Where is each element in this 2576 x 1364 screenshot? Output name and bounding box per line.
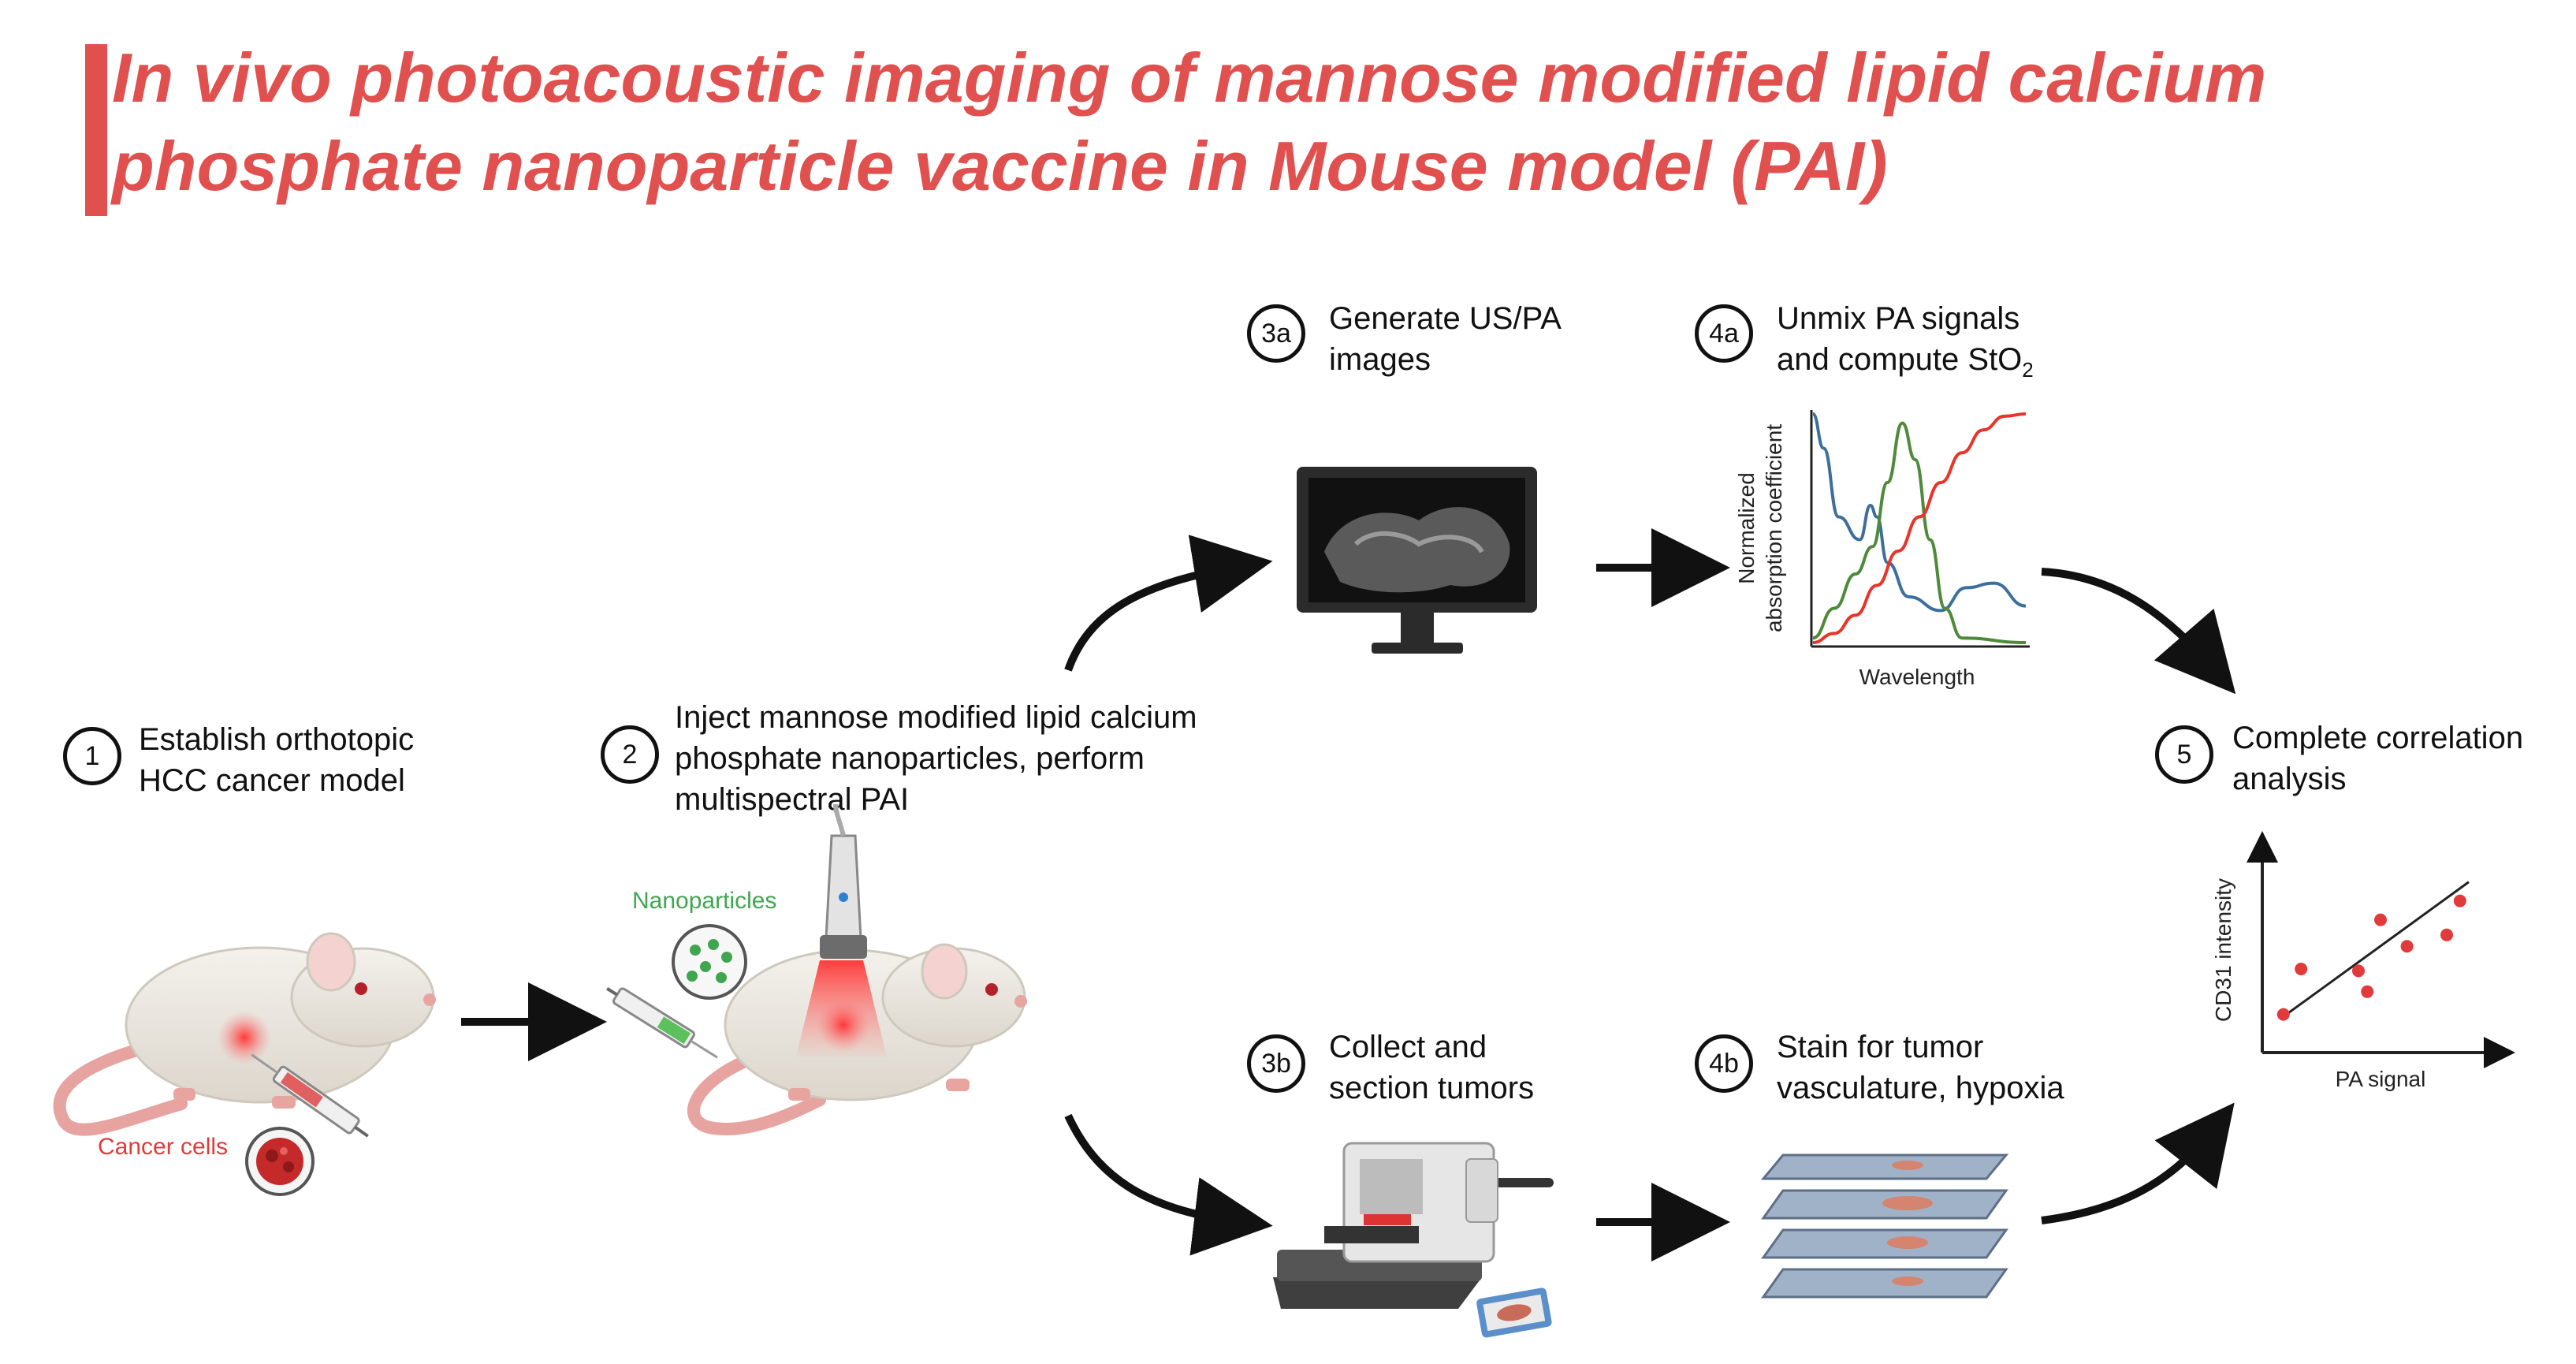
mouse-1-illustration [53, 932, 436, 1196]
step-3a-label: Generate US/PA images [1329, 298, 1562, 380]
step-3a-line-2: images [1329, 342, 1431, 377]
step-2-line-1: Inject mannose modified lipid calcium [675, 700, 1197, 735]
scatter-chart: PA signal CD31 intensity [2211, 831, 2515, 1091]
step-5-label: Complete correlation analysis [2232, 717, 2523, 799]
spectrum-y-label-1: Normalized [1734, 472, 1759, 584]
title-line-2: phosphate nanoparticle vaccine in Mouse … [112, 127, 1888, 205]
scatter-point-3 [2352, 964, 2365, 978]
slide-stack-illustration [1760, 1153, 2009, 1299]
title-line-1: In vivo photoacoustic imaging of mannose… [112, 39, 2267, 117]
step-5-number: 5 [2155, 725, 2213, 784]
step-5-line-2: analysis [2232, 762, 2347, 796]
step-4a-subscript: 2 [2022, 358, 2034, 382]
spectrum-series-line-2 [1812, 421, 2027, 644]
slide-4 [1761, 1268, 2008, 1299]
step-4a-line-1: Unmix PA signals [1777, 301, 2020, 336]
spectrum-series-line-1 [1811, 412, 2027, 613]
step-3b-line-2: section tumors [1329, 1071, 1535, 1105]
step-4a-number: 4a [1695, 304, 1753, 363]
scatter-point-6 [2400, 940, 2414, 953]
scatter-point-5 [2374, 913, 2387, 926]
cancer-cells-label: Cancer cells [98, 1134, 229, 1160]
scatter-point-8 [2453, 894, 2466, 907]
nanoparticles-label: Nanoparticles [632, 888, 777, 914]
step-4a-label: Unmix PA signals and compute StO2 [1777, 298, 2034, 390]
scatter-point-7 [2440, 928, 2453, 941]
step-4b-number: 4b [1695, 1034, 1753, 1093]
slide-1 [1760, 1153, 2009, 1180]
step-1-line-2: HCC cancer model [139, 763, 405, 798]
step-4a-line-2: and compute StO2 [1777, 339, 2034, 390]
step-3a-line-1: Generate US/PA [1329, 301, 1562, 336]
title-accent-bar [85, 44, 107, 216]
scatter-point-2 [2295, 963, 2308, 975]
scatter-point-1 [2276, 1008, 2290, 1021]
spectrum-chart: Wavelength Normalized absorption coeffic… [1734, 410, 2030, 689]
spectrum-series-line-3 [1812, 412, 2027, 644]
microtome-illustration [1273, 1142, 1554, 1338]
mouse-2-illustration [606, 803, 1027, 1135]
step-4b-line-2: vasculature, hypoxia [1777, 1071, 2064, 1105]
arrow-4a-to-5 [2041, 568, 2236, 695]
step-4b-label: Stain for tumor vasculature, hypoxia [1777, 1027, 2064, 1109]
step-2-number: 2 [601, 725, 659, 784]
step-4b-line-1: Stain for tumor [1777, 1030, 1984, 1064]
arrow-2-to-3b [1064, 1113, 1273, 1256]
slide-2 [1761, 1189, 2008, 1220]
spectrum-y-label-2: absorption coefficient [1762, 424, 1786, 632]
step-4a-line-2-text: and compute StO [1777, 342, 2023, 377]
step-2-line-2: phosphate nanoparticles, perform [675, 741, 1145, 776]
step-1-line-1: Establish orthotopic [139, 722, 415, 757]
slide-3 [1761, 1228, 2008, 1259]
scatter-trend-line [2280, 881, 2470, 1019]
scatter-x-label: PA signal [2336, 1067, 2426, 1091]
step-1-number: 1 [63, 727, 121, 785]
scatter-point-4 [2361, 985, 2374, 998]
step-3b-line-1: Collect and [1329, 1030, 1487, 1064]
step-3b-label: Collect and section tumors [1329, 1027, 1534, 1109]
step-2-label: Inject mannose modified lipid calcium ph… [675, 697, 1197, 820]
step-2-line-3: multispectral PAI [675, 782, 910, 817]
step-5-line-1: Complete correlation [2232, 721, 2524, 755]
arrow-2-to-3a [1064, 535, 1273, 672]
step-1-label: Establish orthotopic HCC cancer model [139, 719, 414, 801]
arrow-4b-to-5 [2041, 1102, 2235, 1224]
step-3a-number: 3a [1247, 304, 1305, 363]
scatter-y-label: CD31 intensity [2211, 878, 2235, 1022]
monitor-illustration [1297, 467, 1537, 654]
spectrum-x-label: Wavelength [1859, 665, 1975, 689]
step-3b-number: 3b [1247, 1034, 1305, 1093]
